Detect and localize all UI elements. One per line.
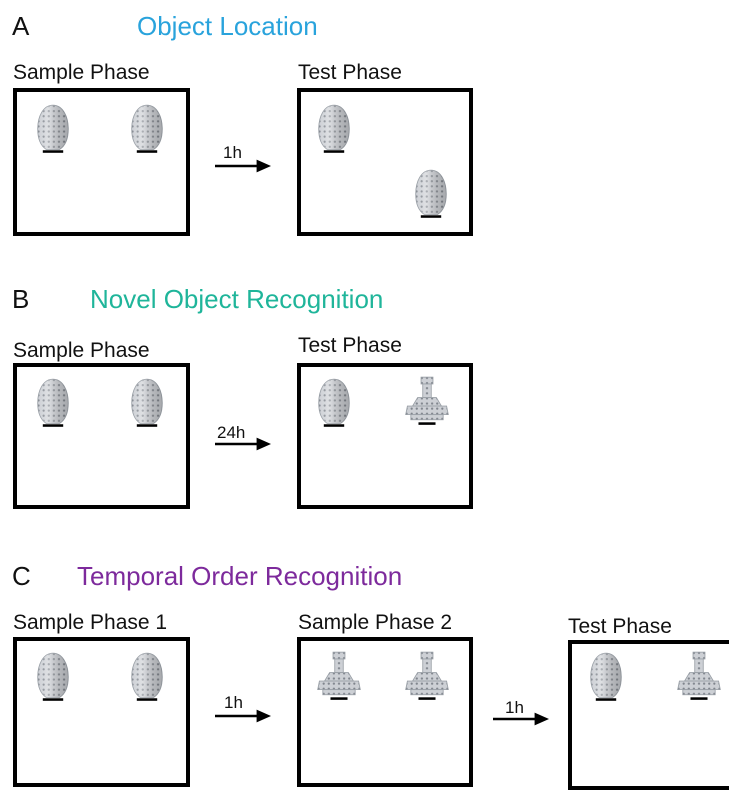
- egg-object-icon: [317, 103, 351, 155]
- egg-object-icon: [36, 103, 70, 155]
- tower-object-icon: [316, 650, 362, 702]
- panel-c-sample-phase-2-label: Sample Phase 2: [298, 611, 453, 634]
- arrow-icon: [208, 436, 278, 452]
- panel-c-letter: C: [12, 561, 31, 591]
- panel-b-sample-phase-label: Sample Phase: [13, 339, 150, 362]
- egg-object-icon: [130, 377, 164, 429]
- panel-b-sample-arena: [13, 363, 190, 509]
- tower-object-icon: [404, 650, 450, 702]
- arrow-icon: [486, 711, 556, 727]
- egg-object-icon: [130, 103, 164, 155]
- panel-a-letter: A: [12, 11, 30, 41]
- tower-object-icon: [404, 375, 450, 427]
- panel-b-letter: B: [12, 284, 30, 314]
- panel-a-delay-label: 1h: [223, 143, 242, 162]
- arrow-icon: [208, 158, 278, 174]
- egg-object-icon: [130, 651, 164, 703]
- panel-a-title: Object Location: [137, 11, 318, 41]
- panel-c-title: Temporal Order Recognition: [77, 561, 403, 591]
- egg-object-icon: [414, 168, 448, 220]
- panel-c-delay-1-label: 1h: [224, 693, 243, 712]
- panel-c-delay-2-label: 1h: [505, 698, 524, 717]
- egg-object-icon: [36, 377, 70, 429]
- egg-object-icon: [589, 651, 623, 703]
- tower-object-icon: [676, 650, 722, 702]
- arrow-icon: [208, 708, 278, 724]
- panel-c-test-phase-label: Test Phase: [568, 615, 672, 638]
- panel-b-delay-label: 24h: [217, 423, 246, 442]
- panel-c-sample-phase-1-label: Sample Phase 1: [13, 611, 168, 634]
- panel-a-sample-phase-label: Sample Phase: [13, 61, 150, 84]
- panel-b-title: Novel Object Recognition: [90, 284, 384, 314]
- egg-object-icon: [36, 651, 70, 703]
- egg-object-icon: [317, 377, 351, 429]
- panel-b-test-phase-label: Test Phase: [298, 334, 402, 357]
- panel-a-test-phase-label: Test Phase: [298, 61, 402, 84]
